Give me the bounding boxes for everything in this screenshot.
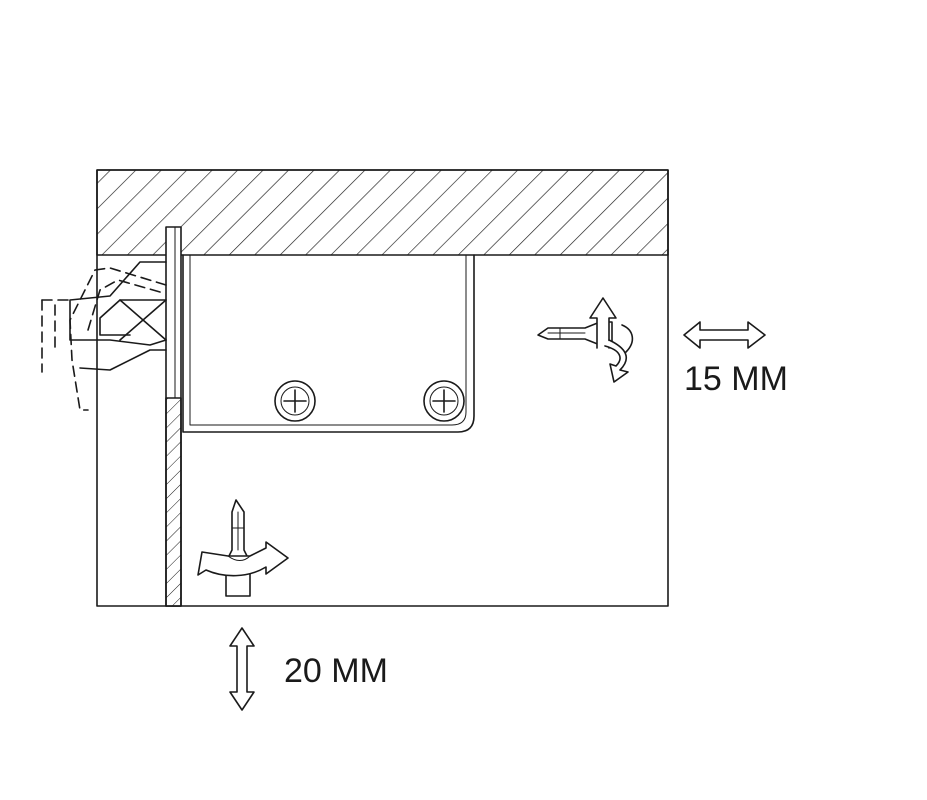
double-arrow-icon	[229, 627, 255, 711]
hinge-mounting-plate	[182, 254, 475, 433]
door-open-outline	[41, 267, 167, 411]
rotate-arrow-icon	[589, 297, 634, 383]
screw-icon	[274, 380, 316, 422]
door-edge-hatched	[165, 397, 182, 607]
screwdriver-icon	[537, 321, 613, 346]
vertical-adjustment-label: 20 MM	[284, 652, 388, 690]
rotate-arrow-icon	[197, 541, 289, 577]
screw-icon	[423, 380, 465, 422]
double-arrow-icon	[683, 321, 766, 349]
cabinet-top-panel	[96, 169, 669, 256]
horizontal-adjustment-label: 15 MM	[684, 360, 788, 398]
